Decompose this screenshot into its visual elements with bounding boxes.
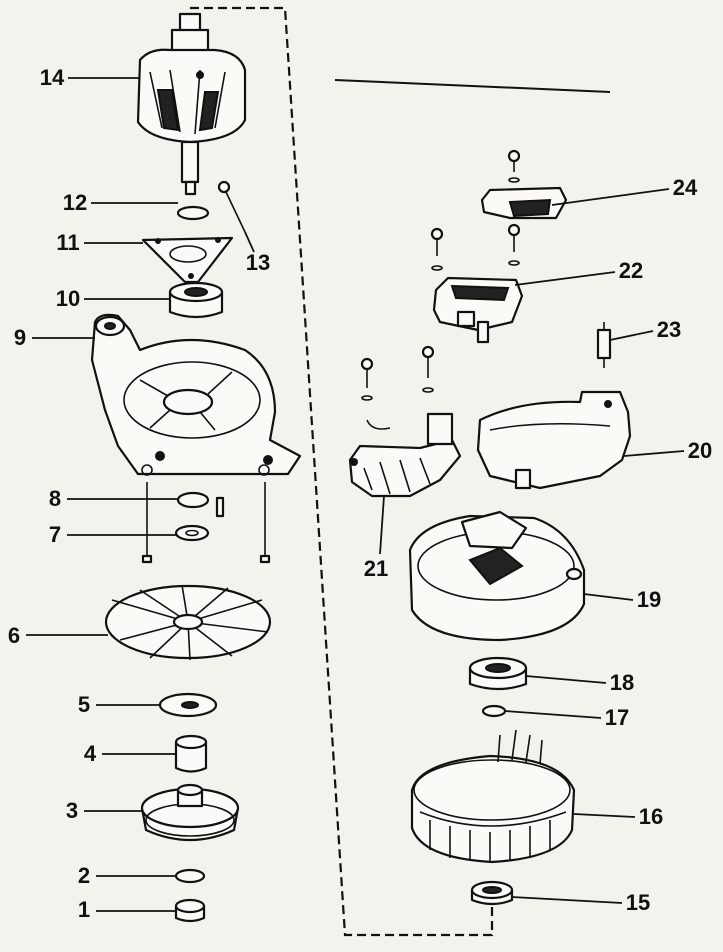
callout-number-23: 23	[657, 317, 681, 342]
front-bearing-part	[168, 281, 224, 319]
callout-number-6: 6	[8, 623, 20, 648]
rear-bearing-part	[468, 656, 528, 691]
callout-number-19: 19	[637, 587, 661, 612]
callout-number-1: 1	[78, 897, 90, 922]
lock-washer-part	[174, 524, 210, 542]
leader-line-21	[379, 495, 385, 555]
leader-line-16	[573, 813, 636, 818]
leader-line-13	[244, 231, 255, 253]
callout-number-7: 7	[49, 522, 61, 547]
rectifier-part	[348, 412, 462, 498]
leader-line-23	[609, 330, 654, 341]
pulley-part	[140, 783, 240, 842]
callout-number-16: 16	[639, 804, 663, 829]
callout-number-8: 8	[49, 486, 61, 511]
leader-line-15	[511, 896, 623, 904]
callout-number-15: 15	[626, 890, 650, 915]
callout-number-18: 18	[610, 670, 634, 695]
callout-number-24: 24	[673, 175, 698, 200]
pulley-washer-part	[174, 868, 206, 884]
leader-line-18	[525, 675, 607, 684]
regulator-screws	[430, 223, 521, 271]
seal-part	[470, 880, 514, 906]
woodruff-key-part	[217, 180, 246, 233]
leader-line-22	[514, 271, 616, 286]
callout-number-10: 10	[56, 286, 80, 311]
through-bolts	[141, 464, 271, 564]
rotor-part	[136, 12, 247, 196]
callout-number-2: 2	[78, 863, 90, 888]
rectifier-screws	[360, 345, 435, 430]
leader-line-20	[623, 450, 685, 457]
callout-number-13: 13	[246, 250, 270, 275]
header-rule	[334, 79, 611, 93]
pulley-sleeve-part	[174, 734, 208, 773]
fan-part	[104, 584, 272, 661]
callout-number-5: 5	[78, 692, 90, 717]
assembly-dashed-line	[190, 6, 494, 937]
bearing-retainer-part	[141, 236, 234, 284]
leader-line-24	[551, 188, 670, 206]
callout-number-11: 11	[56, 230, 79, 255]
callout-number-12: 12	[63, 190, 87, 215]
slip-ring-housing-part	[408, 510, 586, 642]
leader-line-17	[504, 710, 602, 719]
fan-spacer-part	[158, 692, 218, 718]
brush-cover-part	[480, 149, 568, 220]
callout-number-20: 20	[688, 438, 712, 463]
callout-number-4: 4	[84, 741, 97, 766]
end-cover-part	[476, 390, 632, 490]
stator-part	[410, 729, 576, 864]
leader-line-19	[583, 593, 634, 601]
callout-number-9: 9	[14, 325, 26, 350]
pulley-nut-part	[174, 898, 206, 923]
voltage-regulator-part	[432, 276, 524, 344]
spacer-ring-part	[176, 205, 210, 221]
o-ring-part	[481, 704, 507, 718]
callout-number-22: 22	[619, 258, 643, 283]
thrust-washer-part	[176, 491, 210, 509]
drive-end-housing-part	[90, 313, 302, 476]
callout-number-17: 17	[605, 705, 629, 730]
callout-number-3: 3	[66, 798, 78, 823]
callout-number-21: 21	[364, 556, 388, 581]
callout-number-14: 14	[40, 65, 65, 90]
brush-part	[596, 322, 612, 368]
